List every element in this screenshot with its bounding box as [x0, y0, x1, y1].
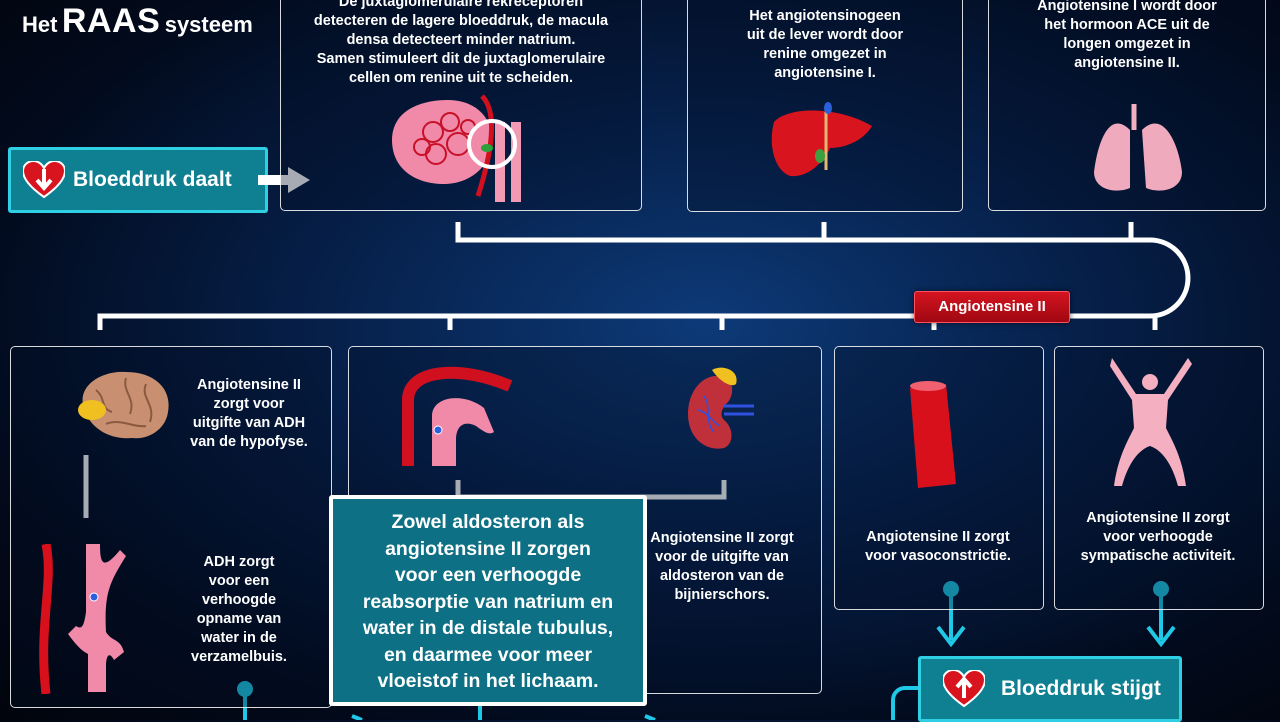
bp-rise-label: Bloeddruk stijgt: [1001, 677, 1161, 700]
liver-icon: [771, 102, 872, 177]
body-figure-icon: [1110, 358, 1192, 486]
kidney-nephron-icon: [392, 94, 521, 202]
aldosteron-text: Angiotensine II zorgt voor de uitgifte v…: [650, 530, 794, 603]
liver-step-text: Het angiotensinogeen uit de lever wordt …: [746, 8, 904, 81]
reabsorption-callout: Zowel aldosteron als angiotensine II zor…: [329, 495, 647, 706]
vasoconstriction-text: Angiotensine II zorgt voor vasoconstrict…: [865, 529, 1011, 564]
arrow-right-icon: [258, 167, 310, 193]
bp-drop-box: Bloeddruk daalt: [8, 147, 268, 213]
sympathetic-panel: [1054, 346, 1264, 610]
bp-rise-box: Bloeddruk stijgt: [918, 656, 1182, 722]
collecting-duct-icon: [68, 544, 126, 692]
brain-text: Angiotensine II zorgt voor uitgifte van …: [190, 377, 308, 450]
angiotensin-ii-badge: Angiotensine II: [914, 291, 1070, 323]
heart-down-icon: [23, 161, 65, 199]
brain-icon: [78, 371, 169, 439]
aortic-arch-icon: [402, 366, 513, 466]
adh-text: ADH zorgt voor een verhoogde opname van …: [191, 554, 287, 665]
heart-up-icon: [943, 670, 985, 708]
lungs-icon: [1094, 104, 1182, 191]
sympathetic-text: Angiotensine II zorgt voor verhoogde sym…: [1080, 510, 1236, 564]
kidney-adrenal-icon: [688, 367, 754, 449]
page-title: Het RAAS systeem: [22, 2, 253, 40]
vein-icon: [39, 544, 53, 694]
kidney-step-text: De juxtaglomerulaire rekreceptoren detec…: [313, 0, 609, 86]
adh-panel: [10, 346, 332, 708]
artery-icon: [910, 381, 956, 488]
bp-drop-label: Bloeddruk daalt: [73, 168, 232, 191]
lungs-step-text: Angiotensine I wordt door het hormoon AC…: [1037, 0, 1217, 71]
